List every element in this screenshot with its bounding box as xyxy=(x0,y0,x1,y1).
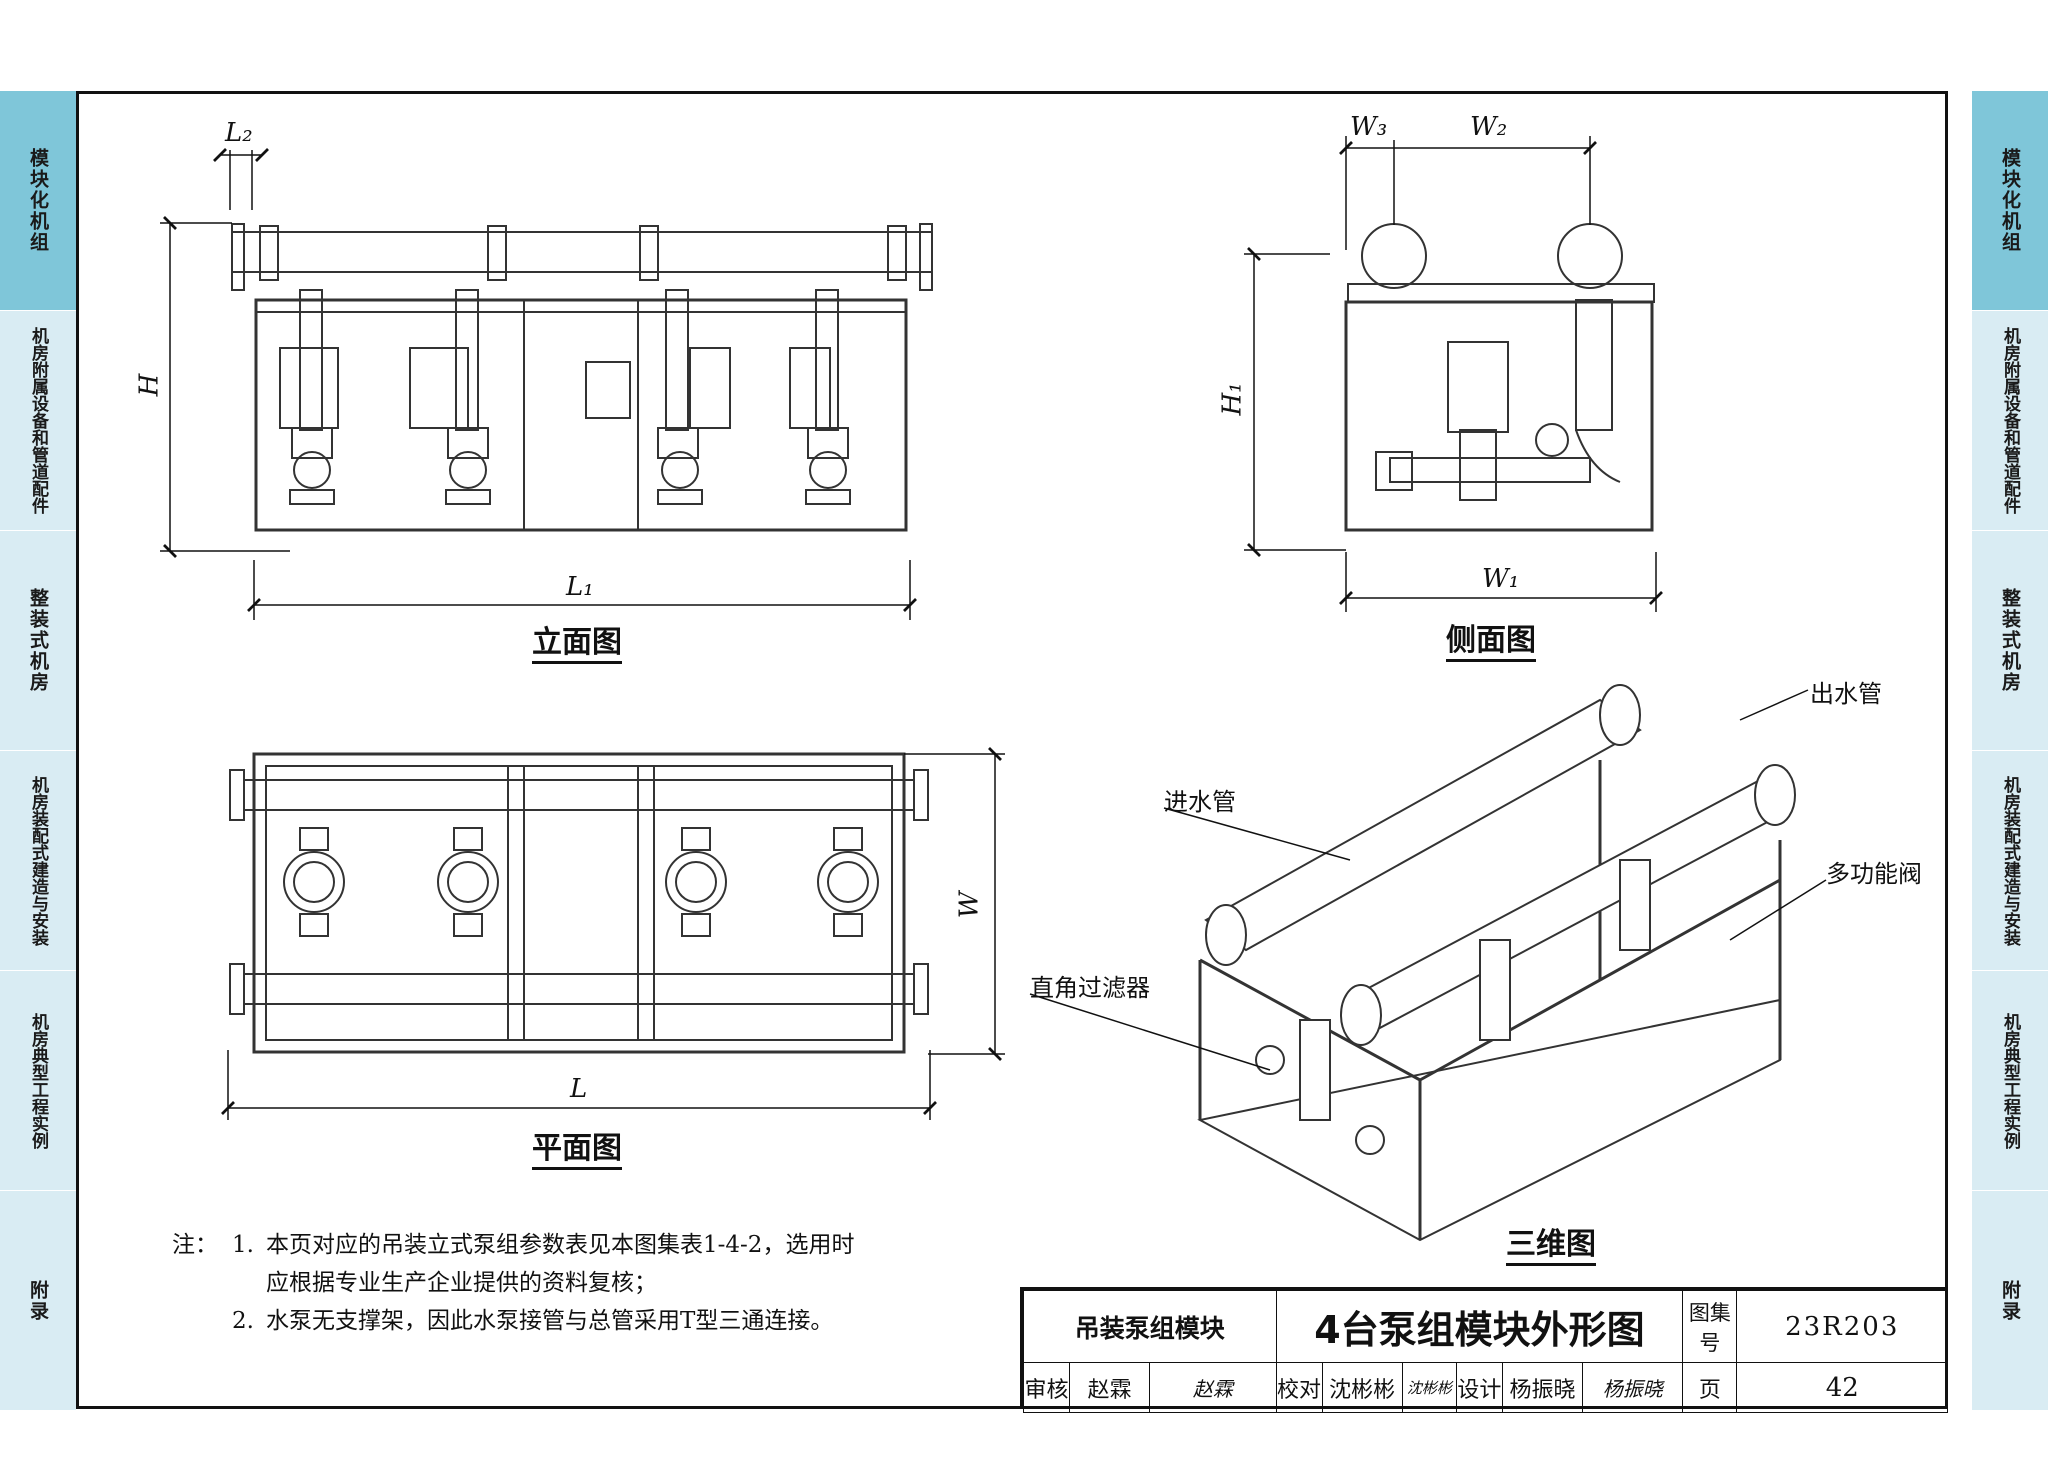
drawing-frame xyxy=(76,91,1948,1409)
note-1-cont: 应根据专业生产企业提供的资料复核； xyxy=(172,1264,1012,1302)
check-name: 沈彬彬 xyxy=(1321,1362,1403,1413)
design-name: 杨振晓 xyxy=(1501,1362,1584,1413)
title-block: 吊装泵组模块 4台泵组模块外形图 图集号 23R203 审核 赵霖 赵霖 校对 … xyxy=(1020,1287,1948,1413)
plan-pump-2 xyxy=(437,827,499,937)
left-tab-bar: 模块化机组 机房附属设备和管道配件 整装式机房 机房装配式建造与安装 机房典型工… xyxy=(0,91,76,1411)
iso-view xyxy=(1197,684,1796,1242)
tab-typical-projects[interactable]: 机房典型工程实例 xyxy=(0,971,76,1191)
tab-room-accessories[interactable]: 机房附属设备和管道配件 xyxy=(0,311,76,531)
plan-pump-1 xyxy=(283,827,345,937)
view-title-elevation: 立面图 xyxy=(532,626,622,664)
page-number: 42 xyxy=(1736,1362,1948,1413)
elevation-view xyxy=(160,148,933,620)
dim-L1: L₁ xyxy=(566,572,594,602)
view-title-iso: 三维图 xyxy=(1506,1228,1596,1266)
notes-block: 注： 1. 本页对应的吊装立式泵组参数表见本图集表1-4-2，选用时 应根据专业… xyxy=(172,1226,1012,1340)
plan-view xyxy=(221,747,1005,1120)
design-label: 设计 xyxy=(1455,1362,1503,1413)
elevation-pump-3 xyxy=(657,289,731,505)
tab-packaged-room-right[interactable]: 整装式机房 xyxy=(1972,531,2048,751)
note-num xyxy=(232,1264,266,1302)
atlas-label: 图集号 xyxy=(1682,1290,1738,1363)
plan-pump-4 xyxy=(817,827,879,937)
note-text: 本页对应的吊装立式泵组参数表见本图集表1-4-2，选用时 xyxy=(266,1232,855,1258)
review-signature: 赵霖 xyxy=(1149,1362,1277,1413)
elevation-pump-1 xyxy=(279,289,339,505)
design-signature: 杨振晓 xyxy=(1582,1362,1684,1413)
tab-modular-units-right[interactable]: 模块化机组 xyxy=(1972,91,2048,311)
review-label: 审核 xyxy=(1022,1362,1071,1413)
note-num: 2. xyxy=(232,1308,254,1334)
tab-typical-projects-right[interactable]: 机房典型工程实例 xyxy=(1972,971,2048,1191)
callout-multifunction-valve: 多功能阀 xyxy=(1826,860,1922,888)
drawing-title: 4台泵组模块外形图 xyxy=(1275,1290,1684,1363)
elevation-pump-2 xyxy=(409,289,491,505)
right-tab-bar: 模块化机组 机房附属设备和管道配件 整装式机房 机房装配式建造与安装 机房典型工… xyxy=(1972,91,2048,1411)
elevation-pump-4 xyxy=(789,289,851,505)
dim-W2: W₂ xyxy=(1470,112,1508,142)
elevation-control-box xyxy=(585,361,631,419)
page-label: 页 xyxy=(1682,1362,1738,1413)
dim-L: L xyxy=(570,1074,588,1104)
tab-appendix[interactable]: 附录 xyxy=(0,1191,76,1411)
note-num: 1. xyxy=(232,1232,254,1258)
note-1: 注： 1. 本页对应的吊装立式泵组参数表见本图集表1-4-2，选用时 xyxy=(172,1226,1012,1264)
atlas-number: 23R203 xyxy=(1736,1290,1948,1363)
check-label: 校对 xyxy=(1275,1362,1323,1413)
note-2: 2. 水泵无支撑架，因此水泵接管与总管采用T型三通连接。 xyxy=(172,1302,1012,1340)
dim-W3: W₃ xyxy=(1350,112,1388,142)
module-name: 吊装泵组模块 xyxy=(1023,1290,1277,1363)
tab-packaged-room[interactable]: 整装式机房 xyxy=(0,531,76,751)
view-title-side: 侧面图 xyxy=(1446,624,1536,662)
dim-W1: W₁ xyxy=(1482,564,1520,594)
note-text: 应根据专业生产企业提供的资料复核； xyxy=(266,1270,657,1296)
dim-L2: L₂ xyxy=(225,118,253,148)
note-text: 水泵无支撑架，因此水泵接管与总管采用T型三通连接。 xyxy=(266,1308,834,1334)
callout-outlet-pipe: 出水管 xyxy=(1810,680,1882,708)
tab-appendix-right[interactable]: 附录 xyxy=(1972,1191,2048,1411)
check-signature: 沈彬彬 xyxy=(1401,1362,1457,1413)
view-title-plan: 平面图 xyxy=(532,1132,622,1170)
tab-room-accessories-right[interactable]: 机房附属设备和管道配件 xyxy=(1972,311,2048,531)
tab-modular-units[interactable]: 模块化机组 xyxy=(0,91,76,311)
callout-right-angle-filter: 直角过滤器 xyxy=(1030,974,1150,1002)
plan-pump-3 xyxy=(665,827,727,937)
review-name: 赵霖 xyxy=(1069,1362,1151,1413)
side-view xyxy=(1244,136,1663,612)
notes-prefix: 注： xyxy=(172,1232,218,1258)
tab-prefab-construction[interactable]: 机房装配式建造与安装 xyxy=(0,751,76,971)
tab-prefab-construction-right[interactable]: 机房装配式建造与安装 xyxy=(1972,751,2048,971)
